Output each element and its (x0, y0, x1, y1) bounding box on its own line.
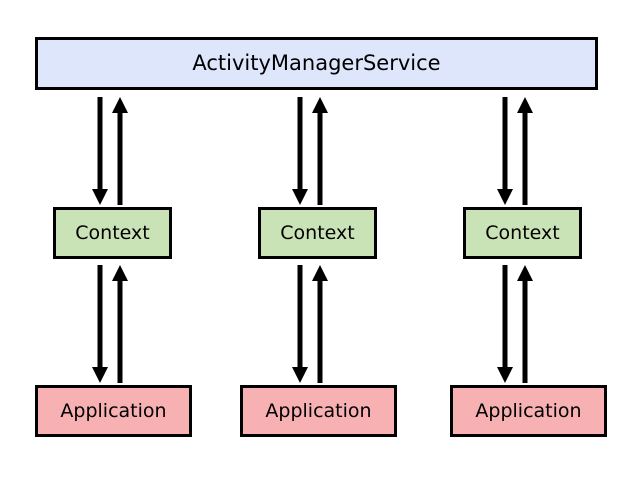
arrow-pair-service-context-3 (497, 97, 533, 205)
arrow-down-context-to-application-3 (497, 265, 513, 383)
arrow-up-context-to-service-3 (517, 97, 533, 205)
arrow-down-context-to-application-1 (92, 265, 108, 383)
arrow-down-service-to-context-2 (292, 97, 308, 205)
node-label: ActivityManagerService (192, 51, 441, 75)
arrow-pair-context-application-3 (497, 265, 533, 383)
arrow-pair-service-context-1 (92, 97, 128, 205)
arrow-up-application-to-context-1 (112, 265, 128, 383)
arrow-up-context-to-service-2 (312, 97, 328, 205)
arrow-pair-service-context-2 (292, 97, 328, 205)
node-label: Application (60, 399, 167, 422)
node-context-3[interactable]: Context (463, 207, 582, 259)
arrow-up-application-to-context-2 (312, 265, 328, 383)
node-context-1[interactable]: Context (53, 207, 172, 259)
node-label: Context (75, 221, 150, 244)
node-label: Application (265, 399, 372, 422)
arrow-up-application-to-context-3 (517, 265, 533, 383)
arrow-down-context-to-application-2 (292, 265, 308, 383)
node-label: Context (280, 221, 355, 244)
node-application-3[interactable]: Application (450, 385, 607, 437)
node-application-1[interactable]: Application (35, 385, 192, 437)
node-label: Context (485, 221, 560, 244)
arrow-down-service-to-context-1 (92, 97, 108, 205)
arrow-pair-context-application-1 (92, 265, 128, 383)
arrow-up-context-to-service-1 (112, 97, 128, 205)
node-application-2[interactable]: Application (240, 385, 397, 437)
node-context-2[interactable]: Context (258, 207, 377, 259)
arrow-pair-context-application-2 (292, 265, 328, 383)
arrow-down-service-to-context-3 (497, 97, 513, 205)
node-label: Application (475, 399, 582, 422)
node-activity-manager-service[interactable]: ActivityManagerService (35, 37, 598, 90)
